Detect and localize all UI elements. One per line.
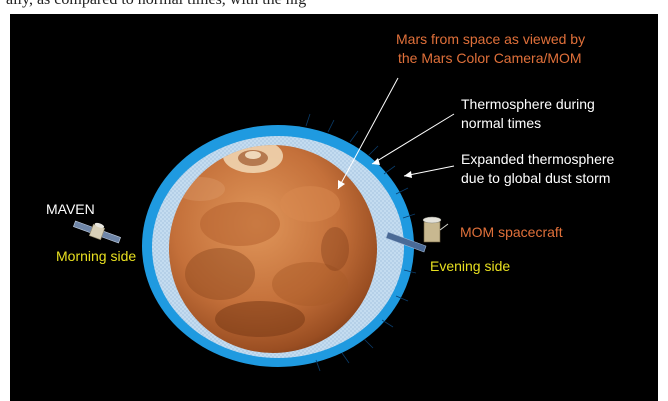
label-evening-side: Evening side [430,258,511,274]
diagram-slide: Mars from space as viewed by the Mars Co… [10,14,658,401]
label-maven: MAVEN [46,201,95,217]
mars-surface-features [175,145,349,337]
pointer-mars-camera [337,77,399,190]
pointer-thermo-expanded [403,165,455,177]
pointer-lines [337,77,455,190]
pointer-thermo-normal [371,113,455,165]
label-mars-camera-line1: Mars from space as viewed by [396,31,586,47]
pointer-arrowhead-expanded [404,171,412,178]
caption-fragment: ally, as compared to normal times, with … [6,0,306,9]
label-morning-side: Morning side [56,248,137,264]
mom-spacecraft-icon [385,216,449,253]
maven-spacecraft-icon [73,220,121,244]
label-thermosphere-expanded-line1: Expanded thermosphere [461,151,615,167]
pointer-arrowhead-camera [338,180,345,189]
label-thermosphere-normal-line1: Thermosphere during [461,96,595,112]
caption-strip: ally, as compared to normal times, with … [0,0,668,14]
mars-thermosphere-diagram [73,77,455,372]
label-mom-spacecraft: MOM spacecraft [460,224,563,240]
pointer-arrowhead-normal [372,158,380,165]
label-thermosphere-expanded-line2: due to global dust storm [461,170,611,186]
label-mars-camera-line2: the Mars Color Camera/MOM [398,50,582,66]
label-thermosphere-normal-line2: normal times [461,115,542,131]
